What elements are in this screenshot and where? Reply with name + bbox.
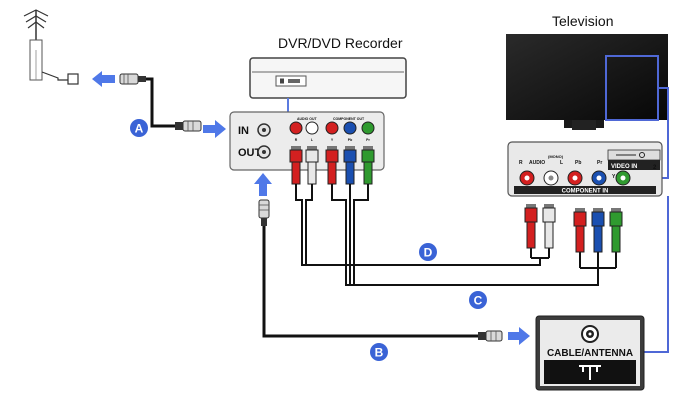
television	[506, 34, 668, 130]
tv-pb-label: Pb	[575, 160, 581, 166]
tv-y-label: Y	[612, 174, 616, 180]
svg-text:Pb: Pb	[348, 138, 352, 142]
tv-component-in-label: COMPONENT IN	[562, 189, 609, 195]
tv-r-label: R	[519, 160, 523, 166]
svg-text:A: A	[135, 122, 144, 136]
arrow-right-in	[203, 120, 226, 138]
tv-input-panel: R AUDIO (MONO) L Pb Pr VIDEO IN 2 Y COMP…	[507, 141, 663, 197]
tv-callout-line	[658, 87, 669, 179]
svg-text:B: B	[375, 346, 384, 360]
arrow-up-out	[254, 173, 272, 196]
tv-video-in-label: VIDEO IN	[611, 164, 637, 170]
svg-text:R: R	[295, 138, 298, 142]
arrow-left-wall	[92, 71, 115, 87]
badge-a: A	[130, 119, 148, 137]
svg-text:C: C	[474, 294, 483, 308]
component-out-jacks	[325, 121, 375, 135]
coax-cable-b	[258, 199, 503, 342]
cable-antenna-box: CABLE/ANTENNA	[535, 315, 645, 391]
svg-text:Pr: Pr	[366, 138, 370, 142]
component-cable-c	[331, 184, 617, 286]
tv-pr-label: Pr	[597, 160, 602, 166]
badge-b: B	[370, 343, 388, 361]
tv-l-label: L	[560, 160, 563, 166]
badge-c: C	[469, 291, 487, 309]
coax-cable-a	[119, 73, 202, 132]
out-label: OUT	[238, 147, 262, 159]
badge-d: D	[419, 243, 437, 261]
recorder-rca-plugs	[289, 146, 375, 185]
antenna-callout-line	[644, 196, 669, 353]
tv-audio-label: AUDIO	[529, 160, 545, 166]
audio-out-jacks	[289, 121, 319, 135]
svg-text:L: L	[311, 138, 314, 142]
audio-cable-d	[295, 184, 550, 266]
recorder-label: DVR/DVD Recorder	[278, 35, 403, 51]
arrow-right-antenna	[508, 327, 530, 345]
recorder-device	[249, 57, 407, 99]
antenna-symbol-icon	[579, 365, 601, 380]
television-label: Television	[552, 13, 613, 29]
tv-rca-plugs	[524, 204, 623, 253]
svg-text:D: D	[424, 246, 433, 260]
wall-antenna	[23, 9, 79, 85]
tv-mono-label: (MONO)	[548, 154, 564, 159]
tv-input-2-label: 2	[653, 165, 657, 171]
antenna-label: CABLE/ANTENNA	[547, 348, 633, 359]
component-out-label: COMPONENT OUT	[333, 117, 365, 121]
in-label: IN	[238, 125, 249, 137]
svg-text:Y: Y	[331, 138, 334, 142]
audio-out-label: AUDIO OUT	[297, 117, 318, 121]
